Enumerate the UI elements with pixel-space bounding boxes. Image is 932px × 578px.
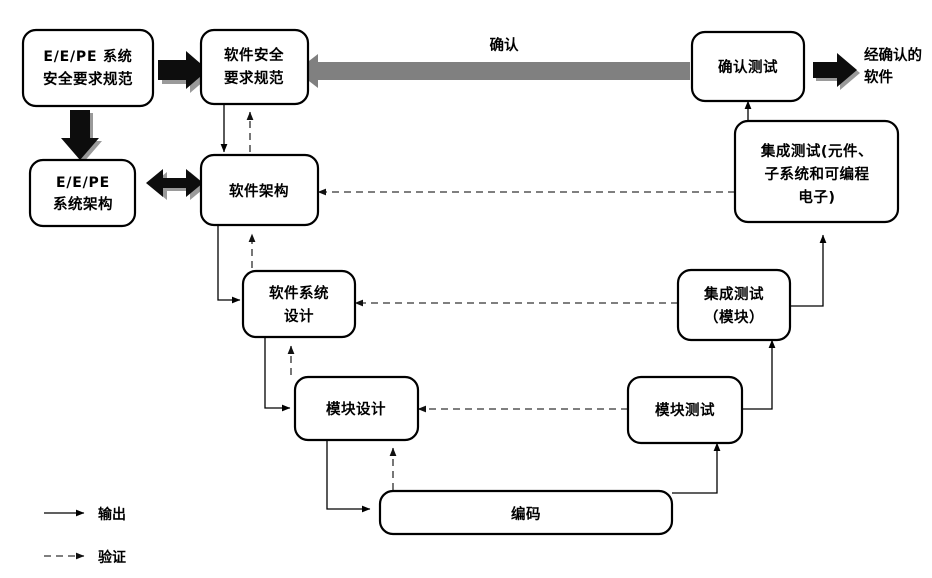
fat-arrow-validationtest-to-validatedsoftware — [813, 53, 860, 90]
node-coding[interactable]: 编码 — [378, 489, 674, 536]
node-module-design-line-0: 模块设计 — [326, 400, 386, 418]
node-software-architecture[interactable]: 软件架构 — [199, 153, 320, 227]
legend-item-output-label: 输出 — [98, 506, 126, 523]
edge-swarch-to-sysdesign — [217, 225, 241, 304]
node-software-architecture-line-0: 软件架构 — [229, 182, 289, 200]
fat-arrow-eepearch-to-swarch — [146, 169, 207, 200]
node-integration-test-module-line-0: 集成测试 — [703, 285, 764, 303]
legend-item-verification: 验证 — [44, 549, 126, 566]
gray-arrow-validation — [296, 54, 690, 88]
node-validation-test[interactable]: 确认测试 — [690, 30, 806, 103]
edge-coding-to-moduletest — [672, 442, 721, 494]
node-integration-test-module-line-1: （模块） — [704, 308, 764, 326]
validated-software-label-line-1: 软件 — [864, 68, 893, 86]
validation-arrow-label: 确认 — [490, 36, 519, 54]
validated-software-label-line-0: 经确认的 — [864, 46, 922, 64]
edge-moduletest-to-integrationmodule — [742, 339, 776, 410]
edge-moduledesign-to-coding — [326, 440, 371, 513]
node-integration-test-system[interactable]: 集成测试(元件、 子系统和可编程 电子) — [733, 119, 900, 224]
node-module-test[interactable]: 模块测试 — [626, 375, 744, 445]
node-software-safety-requirements-line-0: 软件安全 — [224, 46, 284, 64]
node-software-system-design-line-1: 设计 — [284, 307, 314, 325]
node-coding-line-0: 编码 — [511, 505, 541, 523]
node-integration-test-system-line-2: 电子) — [798, 188, 835, 206]
node-validation-test-line-0: 确认测试 — [718, 58, 778, 76]
node-eepe-safety-requirements-line-1: 安全要求规范 — [43, 70, 133, 88]
node-software-system-design-line-0: 软件系统 — [269, 284, 329, 302]
edge-integrationmodule-to-integrationsystem — [790, 234, 827, 307]
node-eepe-system-architecture-line-1: 系统架构 — [53, 195, 113, 213]
node-software-system-design[interactable]: 软件系统 设计 — [241, 269, 357, 339]
fat-arrow-eepereq-to-swreq — [158, 51, 212, 93]
legend: 输出 验证 — [44, 506, 126, 566]
node-software-safety-requirements-line-1: 要求规范 — [224, 69, 284, 87]
node-integration-test-system-line-1: 子系统和可编程 — [765, 165, 870, 183]
node-software-safety-requirements[interactable]: 软件安全 要求规范 — [199, 28, 310, 106]
node-integration-test-module[interactable]: 集成测试 （模块） — [676, 268, 792, 342]
legend-item-verification-label: 验证 — [98, 549, 126, 566]
node-eepe-safety-requirements[interactable]: E/E/PE 系统 安全要求规范 — [21, 28, 155, 108]
node-eepe-system-architecture-line-0: E/E/PE — [56, 175, 110, 191]
node-eepe-safety-requirements-line-0: E/E/PE 系统 — [43, 48, 132, 65]
legend-item-output: 输出 — [44, 506, 126, 523]
node-module-test-line-0: 模块测试 — [655, 401, 715, 419]
validated-software-label: 经确认的 软件 — [864, 46, 922, 86]
node-eepe-system-architecture[interactable]: E/E/PE 系统架构 — [28, 158, 137, 228]
node-module-design[interactable]: 模块设计 — [293, 375, 420, 442]
node-integration-test-system-line-0: 集成测试(元件、 — [760, 142, 873, 160]
fat-arrow-eepereq-to-eepearch — [61, 110, 102, 163]
edge-sysdesign-to-moduledesign — [264, 337, 291, 412]
